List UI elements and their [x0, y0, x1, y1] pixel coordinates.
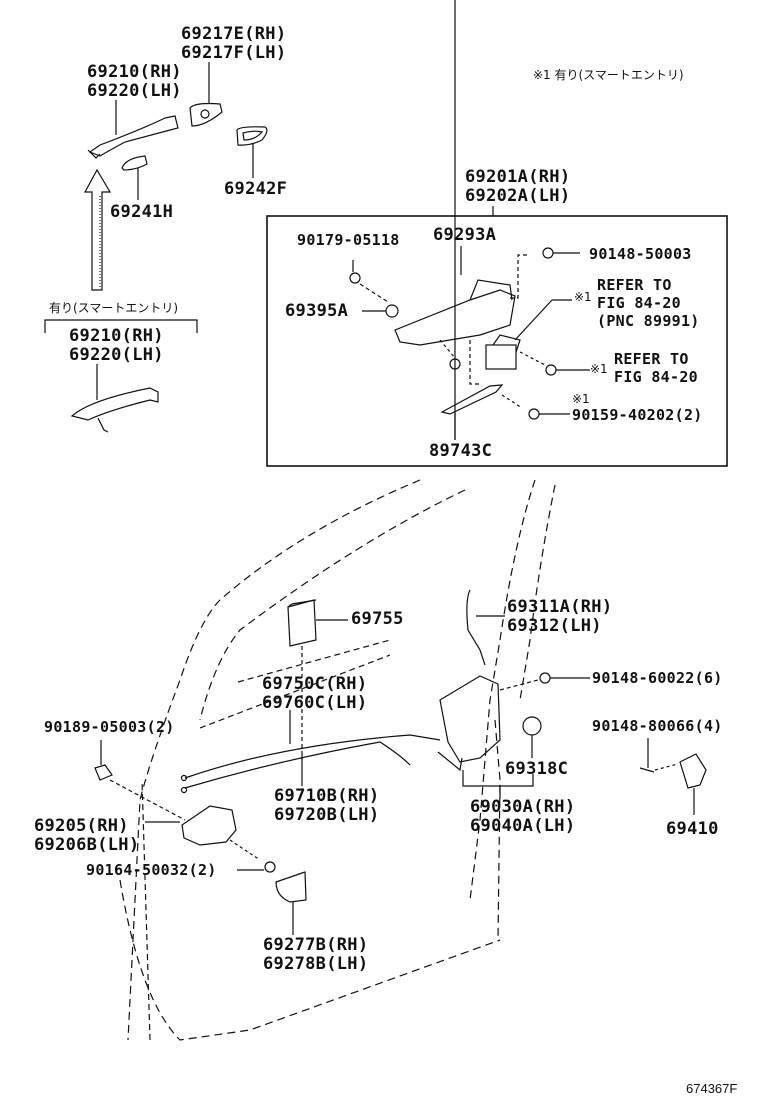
label-69710[interactable]: 69710B(RH)69720B(LH) — [274, 786, 380, 825]
footnote-smart-entry: ※1 有り(スマートエントリ) — [533, 68, 684, 82]
arrow-up-icon — [83, 168, 112, 291]
bracket-89743-part[interactable] — [440, 384, 504, 415]
label-90159[interactable]: 90159-40202(2) — [572, 406, 703, 424]
pad-69755-part[interactable] — [287, 599, 317, 647]
screw-90164-part[interactable] — [264, 861, 276, 873]
label-90148-50003[interactable]: 90148-50003 — [589, 245, 692, 263]
pad-69242-part[interactable] — [236, 126, 268, 146]
bushing-69395-part[interactable] — [385, 304, 399, 318]
rod-69311-part[interactable] — [466, 589, 486, 666]
smart-entry-bracket — [44, 319, 198, 333]
label-69201[interactable]: 69201A(RH)69202A(LH) — [465, 167, 571, 206]
clip-90179-part[interactable] — [349, 272, 361, 284]
inner-handle-part[interactable] — [181, 805, 237, 846]
label-69277[interactable]: 69277B(RH)69278B(LH) — [263, 935, 369, 974]
label-69755[interactable]: 69755 — [351, 609, 404, 629]
label-69318[interactable]: 69318C — [505, 759, 569, 779]
screw-frame-part — [449, 358, 461, 370]
striker-69410-part[interactable] — [679, 753, 707, 789]
label-69210-smart[interactable]: 69210(RH)69220(LH) — [69, 326, 164, 365]
label-69205[interactable]: 69205(RH)69206B(LH) — [34, 816, 140, 855]
label-69311[interactable]: 69311A(RH)69312(LH) — [507, 597, 613, 636]
label-90148-80066[interactable]: 90148-80066(4) — [592, 717, 723, 735]
label-69030[interactable]: 69030A(RH)69040A(LH) — [470, 797, 576, 836]
bezel-69277-part[interactable] — [275, 871, 307, 903]
bolt-90159-part[interactable] — [528, 408, 540, 420]
grommet-69318-part[interactable] — [522, 716, 542, 736]
frame-assembly-part[interactable] — [394, 279, 516, 346]
leader-refer1 — [514, 299, 553, 341]
bolt-refer2-part[interactable] — [545, 364, 557, 376]
label-69410[interactable]: 69410 — [666, 819, 719, 839]
clip-90189-part[interactable] — [94, 764, 113, 781]
door-outline — [119, 479, 556, 1041]
smart-outer-handle-part[interactable] — [70, 387, 159, 433]
label-69242[interactable]: 69242F — [224, 179, 288, 199]
label-90189[interactable]: 90189-05003(2) — [44, 718, 175, 736]
label-69217[interactable]: 69217E(RH)69217F(LH) — [181, 24, 287, 63]
refer1-mark: ※1 — [574, 290, 592, 304]
handle-cover-part[interactable] — [189, 102, 223, 127]
screw-90148-60022-part[interactable] — [539, 672, 551, 684]
bolt-90148-50003-part[interactable] — [542, 247, 554, 259]
label-69210-top[interactable]: 69210(RH)69220(LH) — [87, 62, 182, 101]
door-lock-part[interactable] — [437, 675, 501, 772]
label-89743[interactable]: 89743C — [429, 441, 493, 461]
screw-90148-80066-part[interactable] — [639, 767, 655, 773]
label-69241[interactable]: 69241H — [110, 202, 174, 222]
label-69750[interactable]: 69750C(RH)69760C(LH) — [262, 674, 368, 713]
label-69293[interactable]: 69293A — [433, 225, 497, 245]
smart-entry-caption: 有り(スマートエントリ) — [49, 301, 179, 315]
90159-mark: ※1 — [572, 392, 590, 406]
label-90164[interactable]: 90164-50032(2) — [86, 861, 217, 879]
pad-69241-part[interactable] — [121, 155, 148, 171]
label-90179[interactable]: 90179-05118 — [297, 231, 400, 249]
smart-module-part[interactable] — [485, 334, 521, 370]
figure-id: 674367F — [686, 1081, 738, 1096]
outer-handle-part[interactable] — [87, 115, 179, 159]
cable-69710-part[interactable] — [180, 734, 441, 794]
refer2-mark: ※1 — [590, 362, 608, 376]
assembly-detail-box — [266, 215, 728, 467]
label-90148-60022[interactable]: 90148-60022(6) — [592, 669, 723, 687]
label-69395[interactable]: 69395A — [285, 301, 349, 321]
